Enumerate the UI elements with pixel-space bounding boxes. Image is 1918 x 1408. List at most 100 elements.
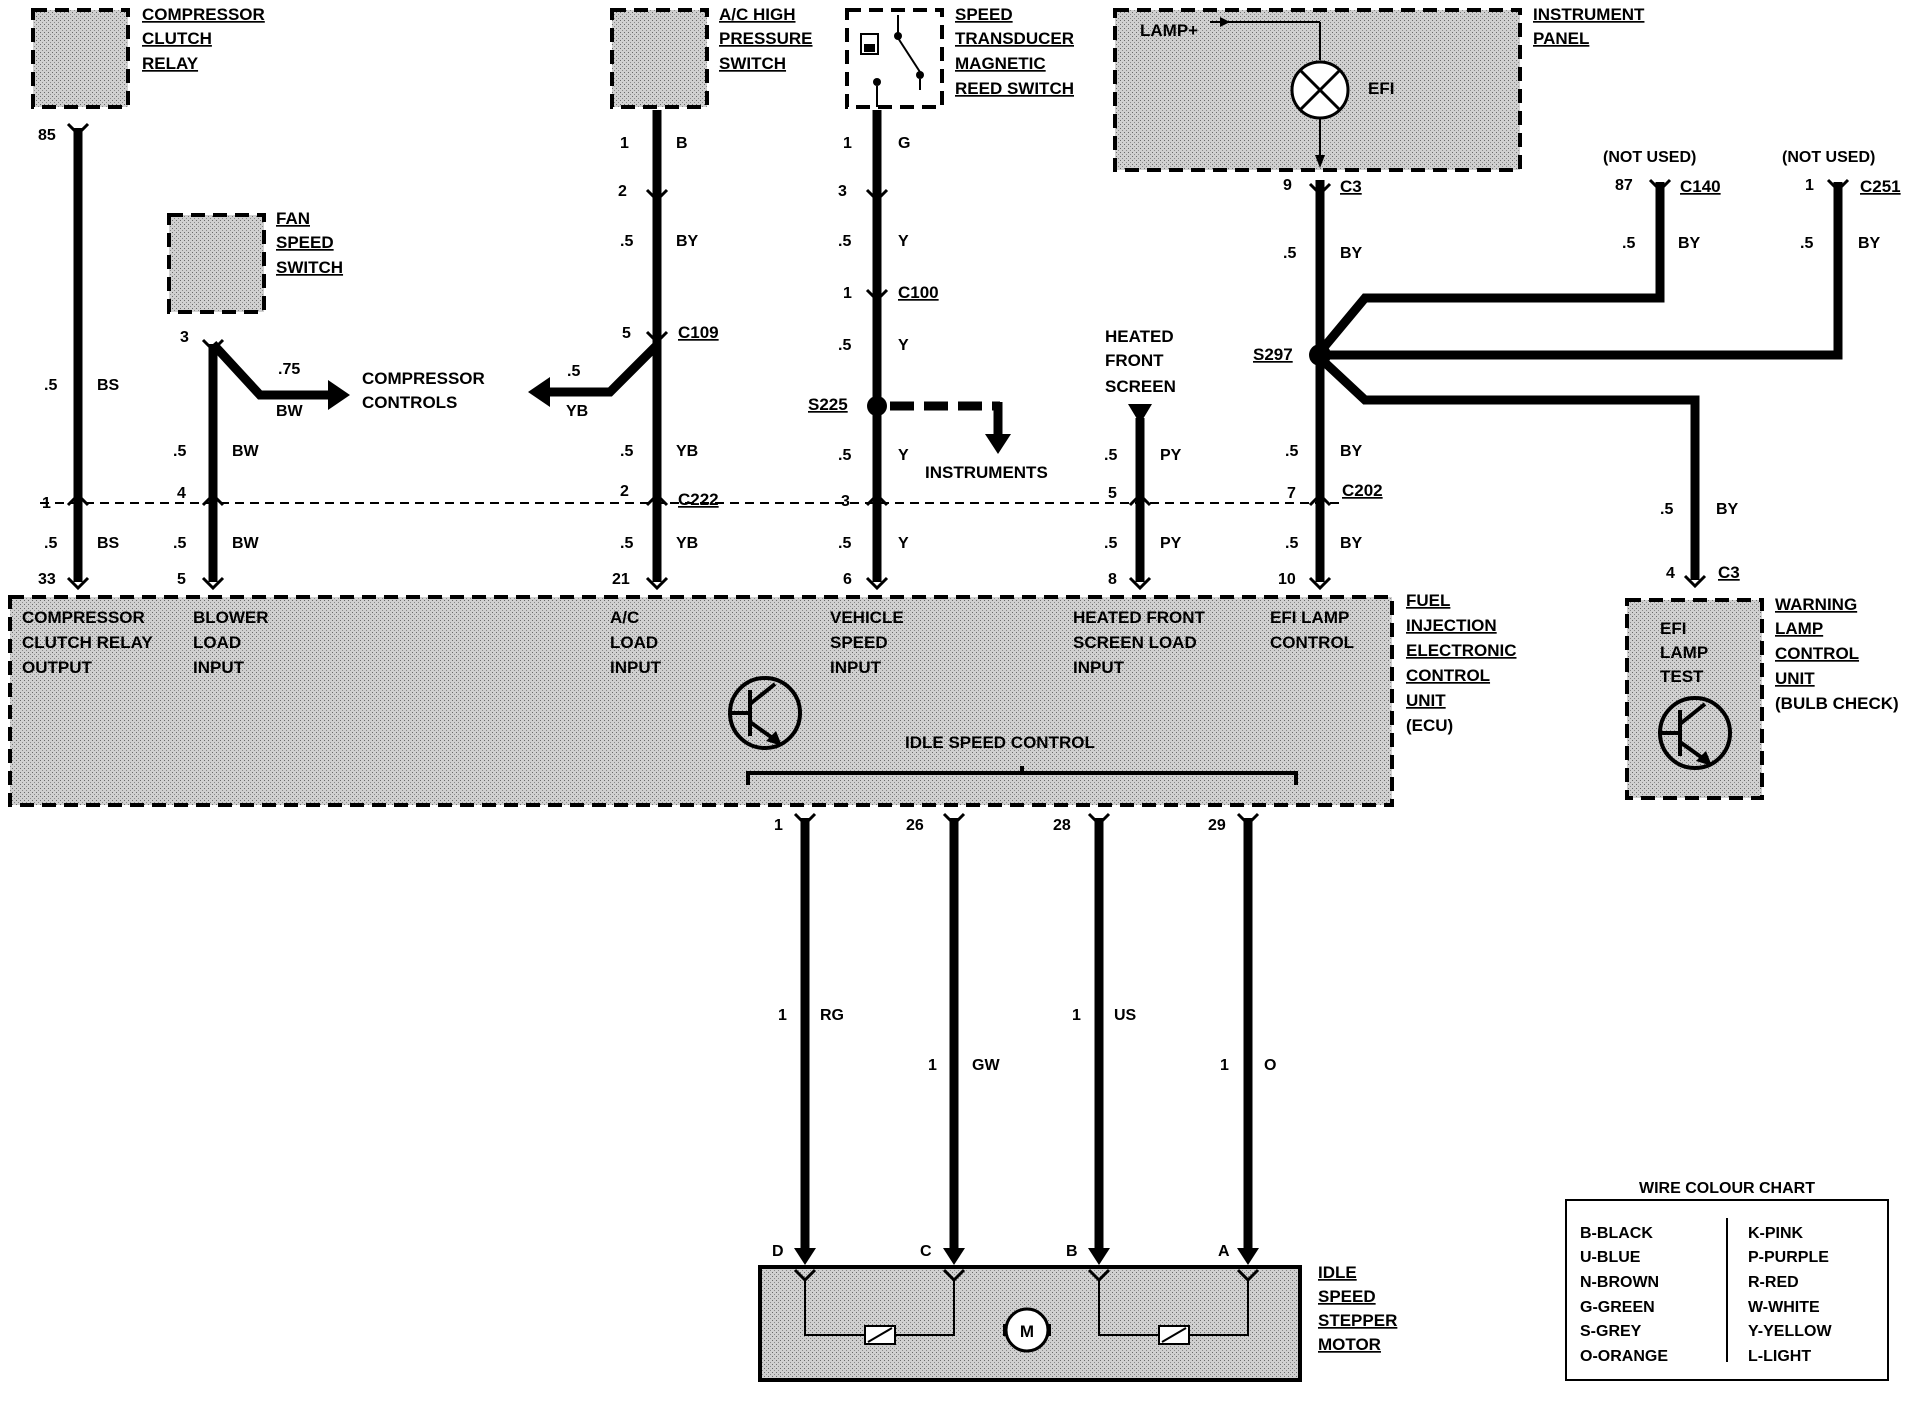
warning-unit-label-1: WARNING: [1775, 595, 1857, 614]
colour-left-3: G-GREEN: [1580, 1299, 1655, 1316]
ecu-heated-screen-2: SCREEN LOAD: [1073, 633, 1197, 652]
ecu-vehicle-speed-1: VEHICLE: [830, 608, 904, 627]
stepper-motor-label-2: SPEED: [1318, 1287, 1376, 1306]
efi-color-top: BY: [1340, 245, 1363, 262]
speed-color-a: Y: [898, 233, 909, 250]
ac-color-2: BY: [676, 233, 699, 250]
reed-switch-icon: [860, 15, 924, 107]
c202-label: C202: [1342, 481, 1383, 500]
colour-right-4: Y-YELLOW: [1748, 1323, 1832, 1340]
fan-speed-switch-label-1: FAN: [276, 209, 310, 228]
warning-unit-label-3: CONTROL: [1775, 644, 1859, 663]
ecu-label-2: INJECTION: [1406, 616, 1497, 635]
stepper-color-0: RG: [820, 1007, 844, 1024]
fan-pin-top: 3: [180, 329, 189, 346]
ecu-label-4: CONTROL: [1406, 666, 1490, 685]
colour-left-0: B-BLACK: [1580, 1225, 1653, 1242]
instruments-label: INSTRUMENTS: [925, 463, 1048, 482]
ecu-compressor-output-1: COMPRESSOR: [22, 608, 145, 627]
fan-pin-ecu: 5: [177, 571, 186, 588]
s225-label: S225: [808, 395, 848, 414]
ac-branch-arrow-icon: [528, 377, 550, 407]
stepper-ecu-pin-1: 26: [906, 817, 924, 834]
stepper-color-2: US: [1114, 1007, 1137, 1024]
stepper-motor-pin-2: B: [1066, 1243, 1078, 1260]
heated-screen-arrow-icon: [1128, 404, 1152, 424]
stepper-motor-label-3: STEPPER: [1318, 1311, 1397, 1330]
warning-unit-label-5: (BULB CHECK): [1775, 694, 1899, 713]
warn-size: .5: [1660, 501, 1673, 518]
c251-size: .5: [1800, 235, 1813, 252]
fan-speed-switch-label-2: SPEED: [276, 233, 334, 252]
speed-color-c: Y: [898, 447, 909, 464]
ac-branch-color: YB: [566, 403, 588, 420]
not-used-label-1: (NOT USED): [1603, 149, 1696, 166]
speed-transducer-label-2: TRANSDUCER: [955, 29, 1074, 48]
colour-left-5: O-ORANGE: [1580, 1348, 1668, 1365]
warning-lamp-unit-box: [1625, 598, 1764, 800]
ac-switch-label-2: PRESSURE: [719, 29, 813, 48]
c140-pin: 87: [1615, 177, 1633, 194]
speed-color-b: Y: [898, 337, 909, 354]
idle-speed-bracket: [746, 766, 1298, 785]
relay-color-upper: BS: [97, 377, 120, 394]
efi-size-top: .5: [1283, 245, 1296, 262]
stepper-motor-internal: [793, 1268, 1260, 1345]
ecu-transistor-icon: [728, 676, 802, 750]
ecu-compressor-output-3: OUTPUT: [22, 658, 93, 677]
stepper-wires: [793, 812, 1260, 1265]
fan-branch-color: BW: [276, 403, 304, 420]
ac-pin-ecu: 21: [612, 571, 630, 588]
ac-switch-label-3: SWITCH: [719, 54, 786, 73]
ecu-heated-screen-1: HEATED FRONT: [1073, 608, 1206, 627]
c3-warn-label: C3: [1718, 563, 1740, 582]
ac-size-upper: .5: [620, 443, 633, 460]
speed-pin-c100: 1: [843, 285, 852, 302]
warning-lamp-wire: [1316, 354, 1700, 580]
heated-size-lower: .5: [1104, 535, 1117, 552]
ecu-compressor-output-2: CLUTCH RELAY: [22, 633, 153, 652]
warning-unit-label-4: UNIT: [1775, 669, 1815, 688]
fan-color-upper: BW: [232, 443, 260, 460]
heated-pin-c: 5: [1108, 485, 1117, 502]
ecu-heated-screen-3: INPUT: [1073, 658, 1125, 677]
c140-size: .5: [1622, 235, 1635, 252]
speed-pin-c: 3: [841, 493, 850, 510]
ecu-ac-load-2: LOAD: [610, 633, 658, 652]
ac-color-lower: YB: [676, 535, 698, 552]
idle-speed-control-label: IDLE SPEED CONTROL: [905, 733, 1095, 752]
speed-transducer-label-4: REED SWITCH: [955, 79, 1074, 98]
ecu-blower-load-2: LOAD: [193, 633, 241, 652]
ecu-ac-load-3: INPUT: [610, 658, 662, 677]
relay-pin-ecu: 33: [38, 571, 56, 588]
ac-color-1: B: [676, 135, 688, 152]
efi-lamp-test-label-3: TEST: [1660, 667, 1704, 686]
heated-size-upper: .5: [1104, 447, 1117, 464]
compressor-controls-label-2: CONTROLS: [362, 393, 457, 412]
efi-pin-c: 7: [1287, 485, 1296, 502]
compressor-clutch-relay-label-2: CLUTCH: [142, 29, 212, 48]
instruments-arrow-icon: [985, 434, 1011, 454]
fan-size-upper: .5: [173, 443, 186, 460]
stepper-ecu-pin-0: 1: [774, 817, 783, 834]
stepper-motor-pin-3: A: [1218, 1243, 1230, 1260]
efi-color-lower: BY: [1340, 535, 1363, 552]
heated-screen-label-3: SCREEN: [1105, 377, 1176, 396]
speed-transducer-label-3: MAGNETIC: [955, 54, 1046, 73]
stepper-motor-label-4: MOTOR: [1318, 1335, 1381, 1354]
speed-size-b: .5: [838, 337, 851, 354]
s297-label: S297: [1253, 345, 1293, 364]
connector-symbols: [66, 122, 1850, 591]
efi-pin-top: 9: [1283, 177, 1292, 194]
ecu-label-3: ELECTRONIC: [1406, 641, 1517, 660]
ac-switch-label-1: A/C HIGH: [719, 5, 796, 24]
ecu-blower-load-3: INPUT: [193, 658, 245, 677]
relay-size-upper: .5: [44, 377, 57, 394]
efi-lamp-test-label-1: EFI: [1660, 619, 1686, 638]
speed-pin-3: 3: [838, 183, 847, 200]
fan-branch-arrow-icon: [328, 380, 350, 410]
speed-transducer-label-1: SPEED: [955, 5, 1013, 24]
ecu-vehicle-speed-3: INPUT: [830, 658, 882, 677]
fan-size-lower: .5: [173, 535, 186, 552]
